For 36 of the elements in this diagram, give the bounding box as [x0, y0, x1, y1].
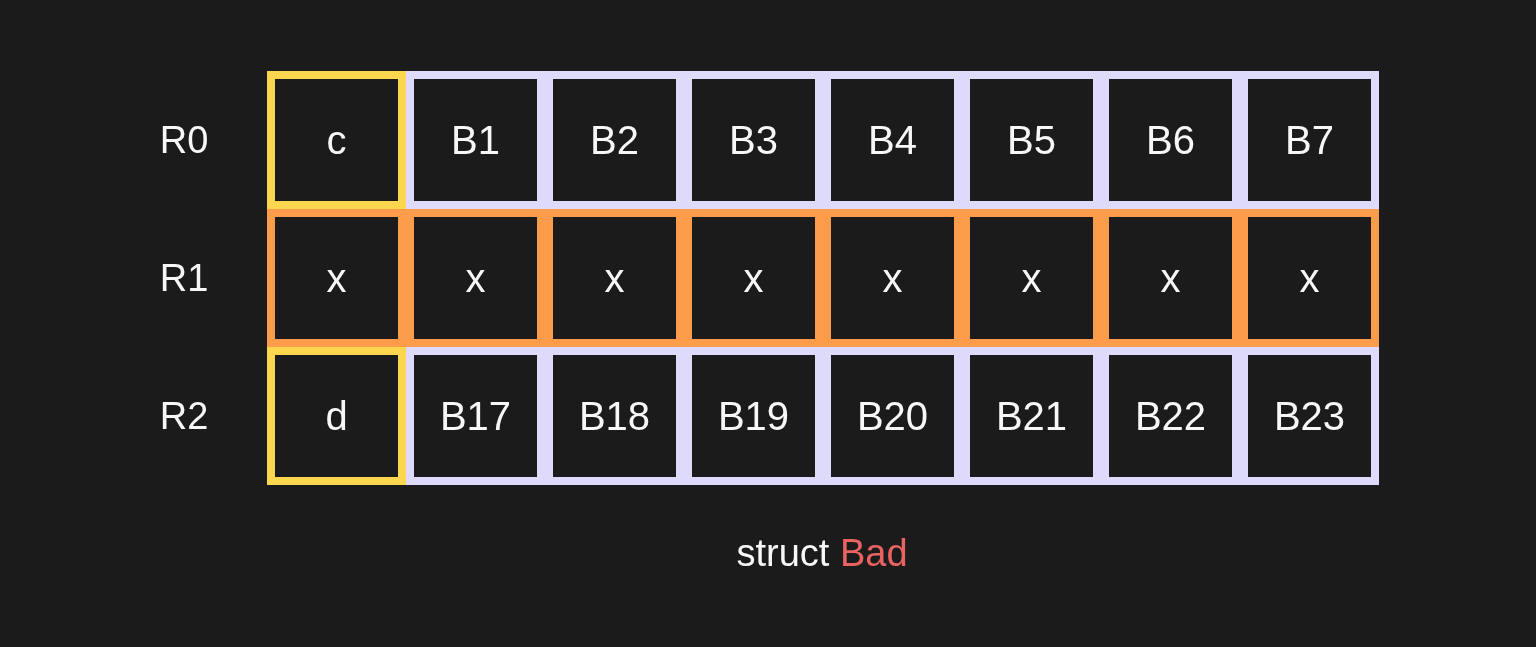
- cell-label: x: [743, 258, 764, 298]
- row-label: R0: [159, 121, 209, 159]
- cell-label: x: [882, 258, 903, 298]
- memory-cell: [1240, 209, 1379, 347]
- row-label: R1: [159, 259, 209, 297]
- memory-cell: [267, 347, 406, 485]
- cell-label: B22: [1134, 396, 1207, 436]
- cell-label: x: [1299, 258, 1320, 298]
- row-label: R2: [159, 397, 209, 435]
- cell-label: B4: [868, 120, 917, 160]
- cell-label: B5: [1007, 120, 1056, 160]
- memory-cell: [1240, 71, 1379, 209]
- cell-label: d: [325, 396, 348, 436]
- memory-cell: [406, 347, 545, 485]
- cell-label: B3: [729, 120, 778, 160]
- cell-label: B7: [1285, 120, 1334, 160]
- memory-cell: [1240, 347, 1379, 485]
- cell-label: B17: [439, 396, 512, 436]
- memory-cell: [267, 71, 406, 209]
- cell-label: x: [1160, 258, 1181, 298]
- cell-label: B1: [451, 120, 500, 160]
- memory-cell: [267, 209, 406, 347]
- cell-label: x: [465, 258, 486, 298]
- cell-label: B19: [717, 396, 790, 436]
- cell-label: c: [326, 120, 347, 160]
- cell-label: B21: [995, 396, 1068, 436]
- cell-label: B2: [590, 120, 639, 160]
- cell-label: x: [326, 258, 347, 298]
- caption: struct Bad: [736, 531, 908, 576]
- cell-label: B6: [1146, 120, 1195, 160]
- cell-label: x: [604, 258, 625, 298]
- memory-cell: [406, 71, 545, 209]
- cell-label: B18: [578, 396, 651, 436]
- cell-label: x: [1021, 258, 1042, 298]
- cell-label: B23: [1273, 396, 1346, 436]
- cell-label: B20: [856, 396, 929, 436]
